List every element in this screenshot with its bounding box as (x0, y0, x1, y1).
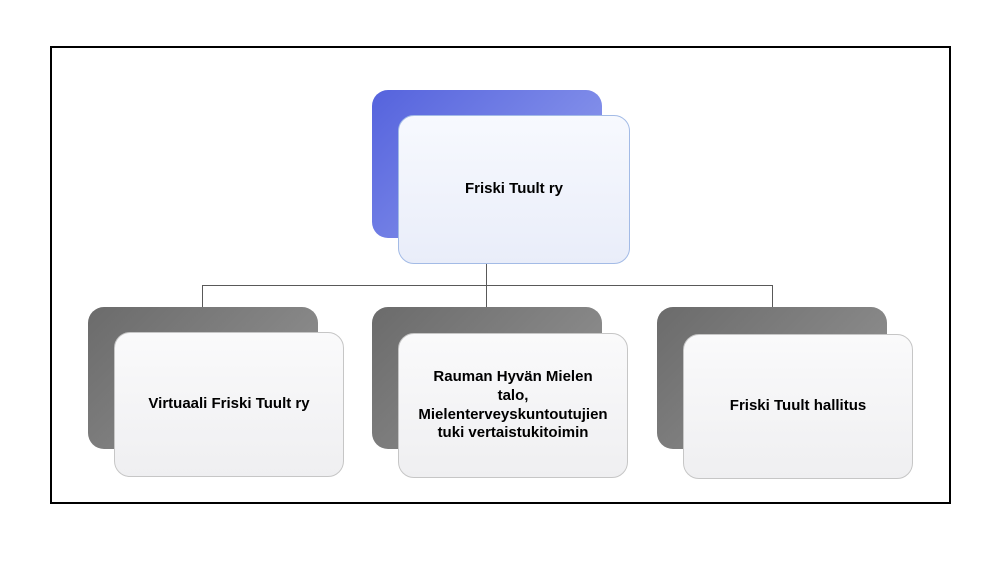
org-node-root: Friski Tuult ry (398, 115, 630, 264)
org-node-hallitus: Friski Tuult hallitus (683, 334, 913, 479)
child-node-2-label: Rauman Hyvän Mielen talo, Mielenterveysk… (418, 368, 608, 442)
child-node-3-label: Friski Tuult hallitus (729, 397, 867, 415)
org-node-virtuaali: Virtuaali Friski Tuult ry (114, 332, 344, 477)
connector-root-down (486, 258, 487, 285)
child-node-1-label: Virtuaali Friski Tuult ry (148, 395, 310, 413)
root-node-label: Friski Tuult ry (464, 180, 564, 198)
connector-horizontal (202, 285, 773, 286)
org-node-rauman: Rauman Hyvän Mielen talo, Mielenterveysk… (398, 333, 628, 478)
diagram-frame: Friski Tuult ry Virtuaali Friski Tuult r… (50, 46, 951, 504)
